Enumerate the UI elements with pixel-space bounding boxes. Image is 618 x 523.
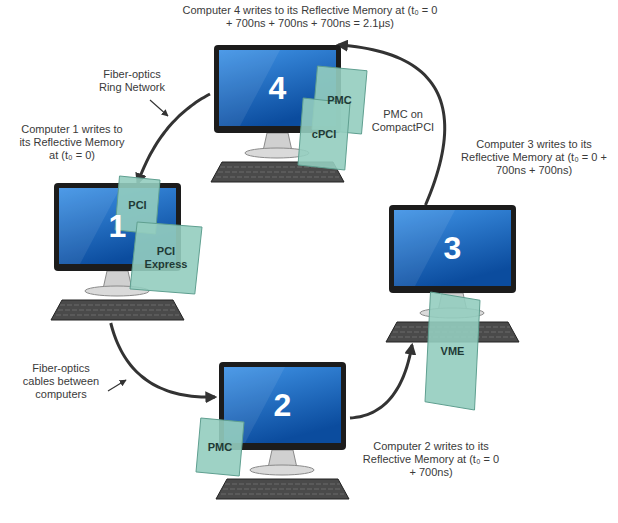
keyboard-keys [58,310,177,311]
node-text: 4 [219,50,336,126]
keyboard-keys [56,315,179,316]
keyboard-keys [223,489,342,490]
interface-card: VME [425,292,480,410]
keyboard [216,479,349,499]
annotation-text: PMC on CompactPCI [370,108,436,134]
node-text: VME [437,345,469,358]
annotation-text: Fiber-optics cables between computers [16,362,106,402]
node-text: PCI [124,199,150,212]
card-panel [425,292,480,410]
monitor-base [250,465,314,475]
interface-card: cPCI [298,98,350,170]
card-panel [130,222,202,294]
monitor-screen [394,210,511,286]
fiber-optic-link [138,94,210,183]
node-text: PMC [204,441,236,454]
computer-monitor: 2 [215,362,350,502]
node-text: 3 [394,210,511,286]
interface-card: PMC [196,418,244,476]
annotation-text: Computer 3 writes to its Reflective Memo… [458,138,610,178]
annotation-text: Computer 4 writes to its Reflective Memo… [180,4,440,30]
annotation-text: Computer 1 writes to its Reflective Memo… [16,123,128,163]
node-text: PMC [323,94,355,107]
card-panel [298,98,350,170]
leader-line [108,380,126,391]
keyboard [51,300,184,320]
keyboard-keys [218,172,337,173]
fiber-optic-link [111,323,215,397]
annotation-text: Fiber-optics Ring Network [92,68,172,94]
keyboard-keys [60,305,175,306]
interface-card: PCI Express [130,222,202,294]
keyboard-keys [221,494,344,495]
annotation-text: Computer 2 writes to its Reflective Memo… [360,440,502,480]
node-text: PCI Express [130,245,202,270]
keyboard-keys [225,484,340,485]
card-panel [196,418,244,476]
fiber-optic-link [350,345,412,418]
monitor-bezel [389,205,516,293]
node-text: cPCI [308,128,340,141]
node-text: 2 [224,367,341,443]
leader-line [150,100,168,116]
keyboard-keys [216,177,339,178]
